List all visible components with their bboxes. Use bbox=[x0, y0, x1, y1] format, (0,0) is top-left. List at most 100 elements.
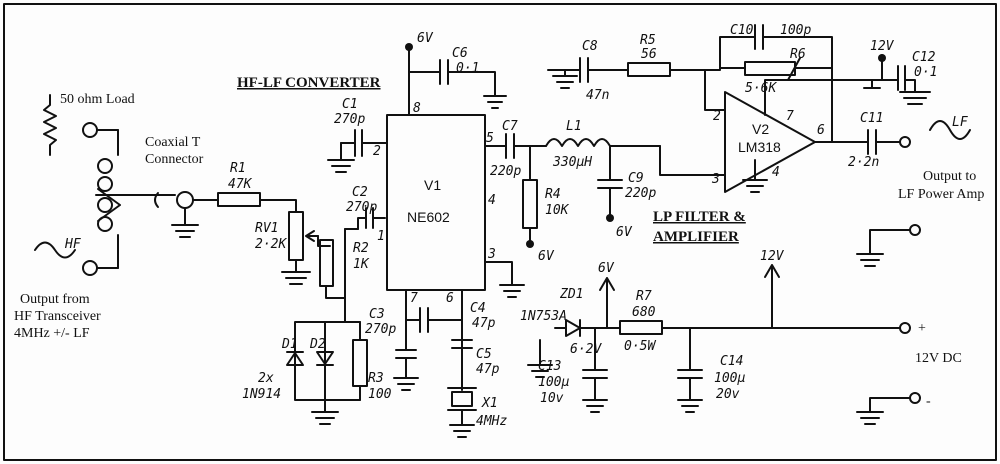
c13-ref: C13 bbox=[538, 359, 561, 374]
pin-5: 5 bbox=[486, 131, 494, 146]
r2-val: 1K bbox=[353, 257, 370, 272]
v2-name: V2 bbox=[752, 121, 769, 137]
r7-val-2: 0·5W bbox=[624, 339, 656, 354]
c3-ref: C3 bbox=[369, 307, 385, 322]
d1-ref: D1 bbox=[281, 337, 298, 352]
c4-ref: C4 bbox=[470, 301, 486, 316]
pin-3: 3 bbox=[487, 247, 496, 262]
c12-val: 0·1 bbox=[914, 65, 937, 80]
power-supply-section bbox=[527, 264, 921, 425]
c10-ref: C10 bbox=[730, 23, 754, 38]
c1-val: 270p bbox=[334, 112, 365, 127]
l1-val: 330µH bbox=[552, 155, 592, 170]
pin-8: 8 bbox=[413, 101, 421, 116]
c7-val: 220p bbox=[490, 164, 521, 179]
load-resistor-symbol bbox=[43, 94, 57, 156]
ground-terminal-lf bbox=[856, 224, 921, 267]
v2-opamp-body bbox=[704, 24, 883, 193]
r7-ref: R7 bbox=[636, 289, 652, 304]
pin-4: 4 bbox=[488, 193, 496, 208]
c11-ref: C11 bbox=[860, 111, 883, 126]
c2-ref: C2 bbox=[352, 185, 368, 200]
r4-ref: R4 bbox=[545, 187, 561, 202]
converter-heading: HF-LF CONVERTER bbox=[237, 75, 381, 91]
op-pin-6: 6 bbox=[817, 123, 825, 138]
pin-7: 7 bbox=[410, 291, 418, 306]
v1-part: NE602 bbox=[407, 209, 450, 225]
diagram-border bbox=[3, 3, 997, 461]
x1-ref: X1 bbox=[481, 396, 498, 411]
dc-label: 12V DC bbox=[915, 351, 962, 366]
dc-plus: + bbox=[918, 321, 926, 336]
rail-12v-a: 12V bbox=[870, 39, 895, 54]
d2-ref: D2 bbox=[309, 337, 326, 352]
rail-6v-b: 6V bbox=[538, 249, 555, 264]
c11-val: 2·2n bbox=[848, 155, 879, 170]
c9-ref: C9 bbox=[628, 171, 644, 186]
c6-ref: C6 bbox=[452, 46, 468, 61]
r5-ref: R5 bbox=[640, 33, 656, 48]
x1-val: 4MHz bbox=[476, 414, 507, 429]
rv1-potentiometer bbox=[281, 211, 331, 285]
c7-l1-r4 bbox=[484, 133, 726, 248]
out-to-1: Output to bbox=[923, 169, 976, 184]
c7-ref: C7 bbox=[502, 119, 518, 134]
c11-c12 bbox=[859, 54, 971, 155]
r2-resistor bbox=[319, 228, 359, 299]
load-label: 50 ohm Load bbox=[60, 92, 135, 107]
c6-val: 0·1 bbox=[456, 61, 479, 76]
c8-r5 bbox=[547, 57, 726, 111]
c4-val: 47p bbox=[472, 316, 496, 331]
zd1-part: 1N753A bbox=[520, 309, 567, 324]
c14-val-2: 20v bbox=[716, 387, 740, 402]
c5-val: 47p bbox=[476, 362, 500, 377]
rail-12v-b: 12V bbox=[760, 249, 785, 264]
r2-ref: R2 bbox=[353, 241, 369, 256]
c5-ref: C5 bbox=[476, 347, 492, 362]
c9-val: 220p bbox=[625, 186, 656, 201]
r1-val: 47K bbox=[228, 177, 253, 192]
lf-label: LF bbox=[952, 115, 969, 130]
r3-ref: R3 bbox=[368, 371, 384, 386]
c13-val-1: 100µ bbox=[538, 375, 569, 390]
op-pin-7: 7 bbox=[786, 109, 794, 124]
tee-label-1: Coaxial T bbox=[145, 135, 201, 150]
c12-ref: C12 bbox=[912, 50, 936, 65]
diodes-and-r3 bbox=[286, 297, 368, 425]
pin-1: 1 bbox=[377, 229, 385, 244]
rail-6v-a: 6V bbox=[417, 31, 434, 46]
r1-ref: R1 bbox=[230, 161, 246, 176]
c8-ref: C8 bbox=[582, 39, 598, 54]
out-to-2: LF Power Amp bbox=[898, 187, 984, 202]
filter-heading-2: AMPLIFIER bbox=[653, 229, 739, 245]
v1-ic-body bbox=[327, 43, 525, 438]
r5-val: 56 bbox=[641, 47, 657, 62]
c3-val: 270p bbox=[365, 322, 396, 337]
op-pin-3: 3 bbox=[711, 172, 720, 187]
coax-connectors bbox=[82, 122, 199, 276]
hf-label: HF bbox=[64, 237, 82, 252]
v2-part: LM318 bbox=[738, 139, 781, 155]
r1-resistor bbox=[192, 192, 297, 213]
diode-part: 1N914 bbox=[242, 387, 281, 402]
diode-qty: 2x bbox=[258, 371, 274, 386]
rail-6v-c: 6V bbox=[616, 225, 633, 240]
c14-val-1: 100µ bbox=[714, 371, 745, 386]
op-pin-2: 2 bbox=[713, 109, 721, 124]
filter-heading-1: LP FILTER & bbox=[653, 209, 746, 225]
r3-val: 100 bbox=[368, 387, 392, 402]
c10-val: 100p bbox=[780, 23, 811, 38]
op-pin-4: 4 bbox=[772, 165, 780, 180]
rail-6v-d: 6V bbox=[598, 261, 615, 276]
zd1-volt: 6·2V bbox=[570, 342, 602, 357]
hf-signal-wave bbox=[34, 241, 76, 259]
pin-6: 6 bbox=[446, 291, 454, 306]
out-from-3: 4MHz +/- LF bbox=[14, 326, 90, 341]
tee-label-2: Connector bbox=[145, 152, 204, 167]
out-from-2: HF Transceiver bbox=[14, 309, 101, 324]
r4-val: 10K bbox=[545, 203, 570, 218]
r6-ref: R6 bbox=[790, 47, 806, 62]
zd1-ref: ZD1 bbox=[559, 287, 583, 302]
